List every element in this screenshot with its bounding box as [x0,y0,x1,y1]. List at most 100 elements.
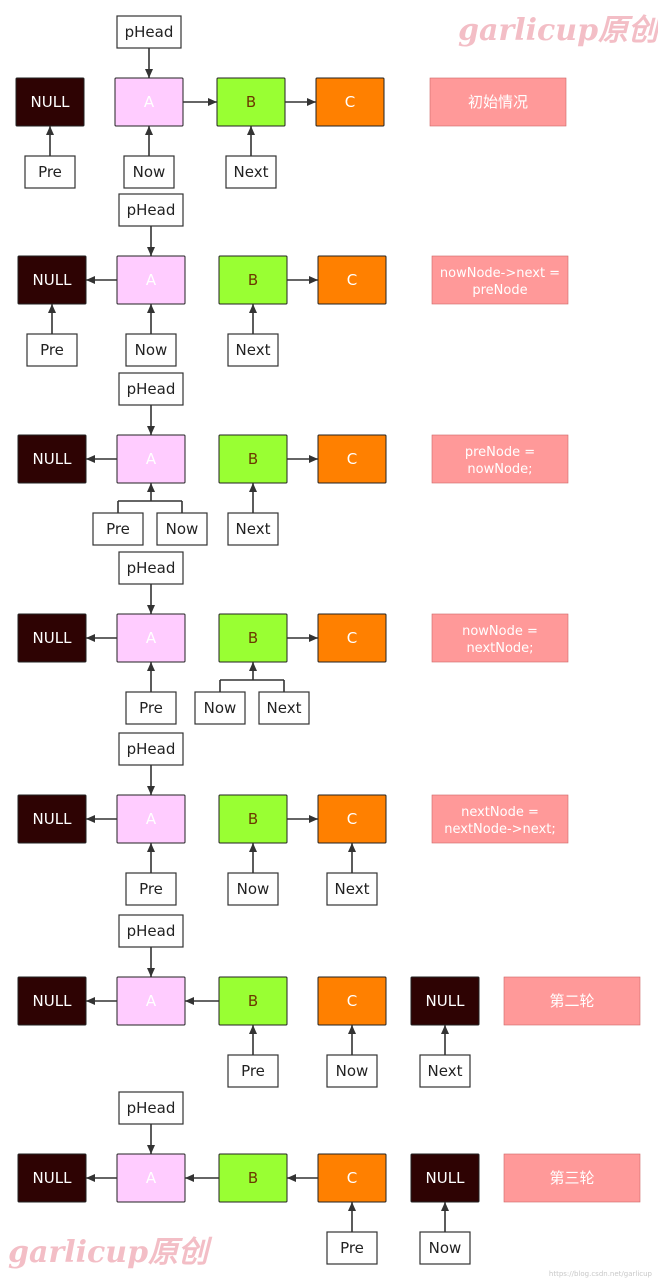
pointer-now-4-label: Now [237,880,270,898]
step-note-line: 第三轮 [549,1169,594,1187]
pointer-now-1-label: Now [135,341,168,359]
node-label-b-4: B [248,810,258,828]
node-label-b-3: B [248,629,258,647]
step-note-line: preNode = [465,445,535,460]
step-note-line: nowNode->next = [440,266,560,281]
pointer-next-5-box [419,1054,471,1088]
pointer-pre-2-box [92,512,144,546]
node-label-null-6: NULL [426,1169,466,1187]
step-note-3: nowNode = nextNode; [462,624,538,656]
step-note-line: nextNode = [461,805,539,820]
node-label-a-0: A [144,93,155,111]
step-note-line: preNode [472,283,527,298]
phead-0-box [116,15,182,49]
step-note-line: 第二轮 [549,992,594,1010]
node-label-b-6: B [248,1169,258,1187]
node-label-a-5: A [146,992,157,1010]
pointer-next-2-label: Next [236,520,271,538]
footer-url: https://blog.csdn.net/garlicup [549,1270,653,1278]
phead-3-box [118,551,184,585]
pointer-pre-4-label: Pre [139,880,163,898]
node-label-b-2: B [248,450,258,468]
pointer-pre-2-label: Pre [106,520,130,538]
step-note-box-5 [503,976,641,1026]
phead-1-label: pHead [127,201,176,219]
pointer-now-5-box [326,1054,378,1088]
step-note-0: 初始情况 [468,93,528,111]
phead-4-box [118,732,184,766]
step-note-box-0 [429,77,567,127]
pointer-next-1-label: Next [236,341,271,359]
step-note-line: nowNode; [467,462,532,477]
step-note-1: nowNode->next = preNode [440,266,560,298]
node-label-a-6: A [146,1169,157,1187]
pointer-pre-3-box [125,691,177,725]
node-label-c-6: C [347,1169,357,1187]
step-note-2: preNode = nowNode; [465,445,535,477]
phead-5-label: pHead [127,922,176,940]
node-label-null-1: NULL [33,271,73,289]
pointer-now-0-box [123,155,175,189]
pointer-pre-5-label: Pre [241,1062,265,1080]
phead-1-box [118,193,184,227]
pointer-pre-1-label: Pre [40,341,64,359]
pointer-next-5-label: Next [428,1062,463,1080]
step-note-box-1 [431,255,569,305]
pointer-next-0-label: Next [234,163,269,181]
watermark-bottom: garlicup原创 [8,1235,213,1270]
step-note-line: nextNode; [466,641,533,656]
pointer-now-0-label: Now [133,163,166,181]
node-label-b-0: B [246,93,256,111]
node-label-b-1: B [248,271,258,289]
node-label-null-5: NULL [33,992,73,1010]
step-note-6: 第三轮 [549,1169,594,1187]
node-label-a-1: A [146,271,157,289]
pointer-now-3-label: Now [204,699,237,717]
node-label-null-6: NULL [33,1169,73,1187]
pointer-next-3-label: Next [267,699,302,717]
node-label-a-4: A [146,810,157,828]
step-note-line: 初始情况 [468,93,528,111]
step-note-box-4 [431,794,569,844]
phead-2-label: pHead [127,380,176,398]
phead-6-label: pHead [127,1099,176,1117]
pointer-pre-1-box [26,333,78,367]
step-note-box-2 [431,434,569,484]
node-label-null-2: NULL [33,450,73,468]
step-note-5: 第二轮 [549,992,594,1010]
node-label-c-2: C [347,450,357,468]
pointer-now-6-box [419,1231,471,1265]
node-label-null-0: NULL [31,93,71,111]
phead-0-label: pHead [125,23,174,41]
watermark-top: garlicup原创 [458,13,658,48]
step-note-box-3 [431,613,569,663]
node-label-c-5: C [347,992,357,1010]
node-label-c-1: C [347,271,357,289]
pointer-pre-6-box [326,1231,378,1265]
node-label-c-0: C [345,93,355,111]
node-label-a-2: A [146,450,157,468]
step-note-box-6 [503,1153,641,1203]
step-note-4: nextNode = nextNode->next; [444,805,556,837]
step-note-line: nowNode = [462,624,538,639]
phead-4-label: pHead [127,740,176,758]
pointer-now-2-label: Now [166,520,199,538]
pointer-now-2-box [156,512,208,546]
pointer-next-4-box [326,872,378,906]
node-label-b-5: B [248,992,258,1010]
pointer-next-4-label: Next [335,880,370,898]
pointer-pre-3-label: Pre [139,699,163,717]
pointer-pre-0-label: Pre [38,163,62,181]
node-label-null-3: NULL [33,629,73,647]
node-label-null-4: NULL [33,810,73,828]
step-note-line: nextNode->next; [444,822,556,837]
pointer-now-5-label: Now [336,1062,369,1080]
pointer-pre-5-box [227,1054,279,1088]
